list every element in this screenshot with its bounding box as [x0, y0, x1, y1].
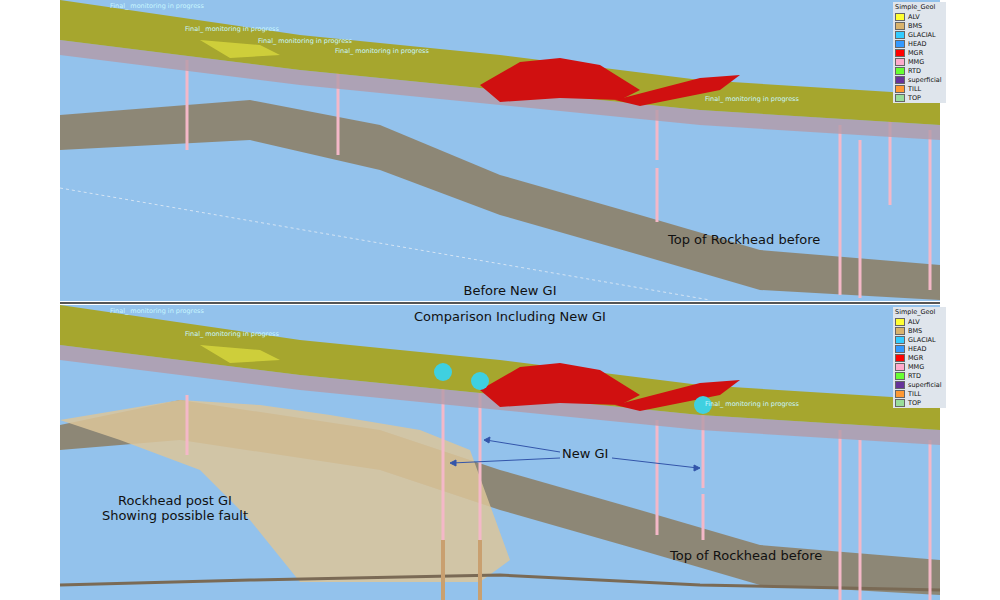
legend-row: HEAD	[895, 39, 944, 48]
legend-swatch	[895, 336, 905, 344]
legend-row: TOP	[895, 398, 944, 407]
status-tag: Final_ monitoring in progress	[110, 3, 250, 10]
legend-text: TOP	[908, 94, 921, 102]
legend-swatch	[895, 399, 905, 407]
legend-row: MMG	[895, 57, 944, 66]
legend-swatch	[895, 390, 905, 398]
legend-row: superficial	[895, 75, 944, 84]
status-tag: Final_ monitoring in progress	[185, 331, 325, 338]
legend-row: GLACIAL	[895, 335, 944, 344]
legend-swatch	[895, 76, 905, 84]
legend-swatch	[895, 354, 905, 362]
ground-surface	[60, 305, 940, 445]
legend-row: BMS	[895, 326, 944, 335]
ground-surface	[60, 0, 940, 140]
legend-row: HEAD	[895, 344, 944, 353]
legend-swatch	[895, 327, 905, 335]
legend-text: GLACIAL	[908, 31, 936, 39]
panel-title: Before New GI	[380, 284, 640, 299]
legend-row: ALV	[895, 12, 944, 21]
legend-swatch	[895, 67, 905, 75]
panel-divider	[60, 302, 940, 304]
fault-label: Rockhead post GI Showing possible fault	[95, 494, 255, 524]
legend-box: Simple_GeolALVBMSGLACIALHEADMGRMMGRTDsup…	[893, 307, 946, 408]
legend-text: MGR	[908, 354, 923, 362]
legend-row: BMS	[895, 21, 944, 30]
legend-swatch	[895, 381, 905, 389]
sky-background	[60, 0, 940, 301]
legend-box: Simple_GeolALVBMSGLACIALHEADMGRMMGRTDsup…	[893, 2, 946, 103]
legend-text: ALV	[908, 318, 920, 326]
legend-swatch	[895, 13, 905, 21]
legend-text: TILL	[908, 85, 921, 93]
legend-text: ALV	[908, 13, 920, 21]
status-tag: Final_ monitoring in progress	[258, 38, 398, 45]
legend-swatch	[895, 85, 905, 93]
legend-swatch	[895, 318, 905, 326]
legend-text: MMG	[908, 363, 924, 371]
borehole-lower	[443, 540, 480, 600]
legend-text: superficial	[908, 381, 942, 389]
legend-row: MGR	[895, 353, 944, 362]
callout-label: New GI	[562, 447, 622, 462]
legend-row: TILL	[895, 389, 944, 398]
legend-swatch	[895, 22, 905, 30]
legend-swatch	[895, 363, 905, 371]
legend-text: superficial	[908, 76, 942, 84]
legend-swatch	[895, 345, 905, 353]
legend-row: TILL	[895, 84, 944, 93]
legend-swatch	[895, 31, 905, 39]
legend-row: RTD	[895, 371, 944, 380]
legend-row: GLACIAL	[895, 30, 944, 39]
legend-row: ALV	[895, 317, 944, 326]
legend-swatch	[895, 372, 905, 380]
legend-text: RTD	[908, 67, 921, 75]
legend-text: GLACIAL	[908, 336, 936, 344]
legend-text: HEAD	[908, 40, 926, 48]
status-tag: Final_ monitoring in progress	[185, 26, 325, 33]
sky-background	[60, 305, 940, 600]
new-gi-leaders	[450, 437, 700, 471]
legend-swatch	[895, 49, 905, 57]
surface-label: Top of Rockhead before	[670, 549, 840, 564]
legend-text: RTD	[908, 372, 921, 380]
legend-heading: Simple_Geol	[895, 308, 944, 316]
status-tag: Final_ monitoring in progress	[705, 96, 845, 103]
legend-swatch	[895, 94, 905, 102]
status-tag: Final_ monitoring in progress	[705, 401, 845, 408]
legend-row: RTD	[895, 66, 944, 75]
legend-text: MGR	[908, 49, 923, 57]
legend-text: BMS	[908, 327, 922, 335]
legend-row: superficial	[895, 380, 944, 389]
legend-text: TILL	[908, 390, 921, 398]
legend-heading: Simple_Geol	[895, 3, 944, 11]
legend-text: BMS	[908, 22, 922, 30]
legend-row: MMG	[895, 362, 944, 371]
legend-swatch	[895, 40, 905, 48]
status-tag: Final_ monitoring in progress	[110, 308, 250, 315]
status-tag: Final_ monitoring in progress	[335, 48, 475, 55]
panel-title: Comparison Including New GI	[360, 310, 660, 325]
new-gi-spheres	[434, 363, 712, 414]
legend-text: HEAD	[908, 345, 926, 353]
surface-label: Top of Rockhead before	[668, 233, 838, 248]
legend-text: TOP	[908, 399, 921, 407]
legend-row: TOP	[895, 93, 944, 102]
legend-text: MMG	[908, 58, 924, 66]
lower-surface	[60, 575, 940, 590]
legend-row: MGR	[895, 48, 944, 57]
legend-swatch	[895, 58, 905, 66]
